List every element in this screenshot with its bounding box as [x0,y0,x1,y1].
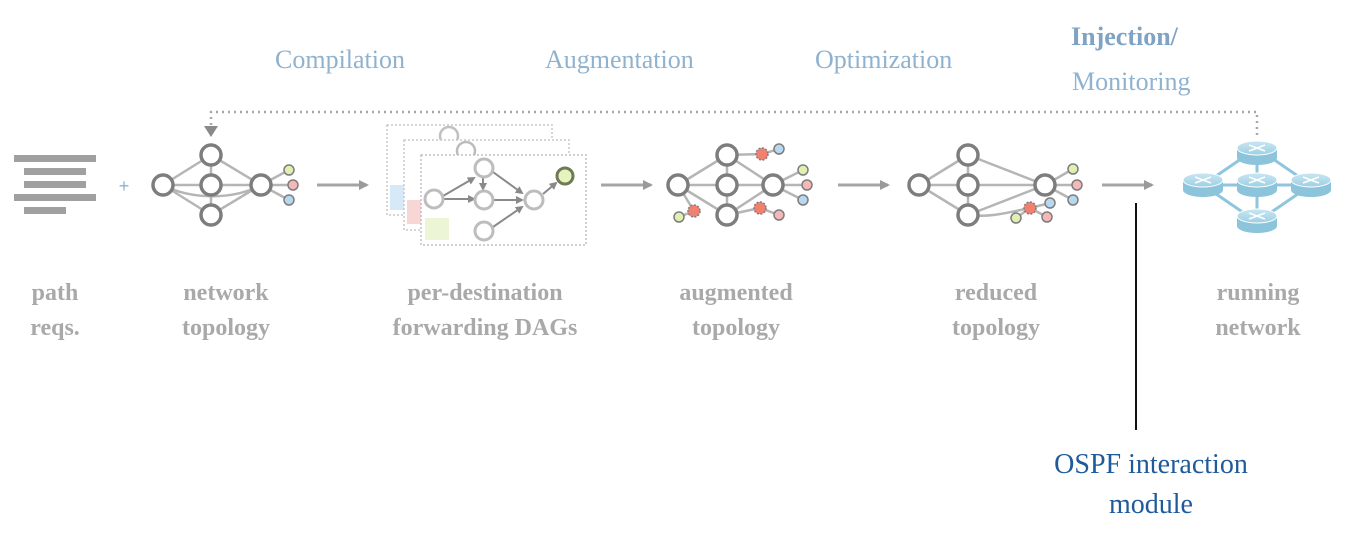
router-icon-left [1182,172,1224,197]
stage-label-augmented-topology: augmented topology [656,276,816,346]
module-label-line: OSPF interaction [1054,449,1248,480]
stage-label-line: augmented [679,280,793,306]
phase-optimization: Optimization [815,45,953,74]
stage-label-line: topology [691,315,780,341]
stage-label-line: reduced [954,280,1038,306]
stage-label-line: topology [951,315,1040,341]
stage-label-forwarding-dags: per-destination forwarding DAGs [370,276,600,346]
augmented-topology-graph [666,143,813,227]
stage-label-line: path [31,280,79,306]
running-network-routers [1182,140,1332,233]
path-requirements-icon [14,155,96,214]
stage-label-line: running [1216,280,1300,306]
stage-label-path-reqs: path reqs. [15,276,95,346]
router-icon-right [1290,172,1332,197]
ospf-interaction-module-label: OSPF interaction module [1031,445,1271,525]
plus-sign: + [119,176,130,196]
network-topology-graph [151,143,299,227]
stage-label-network-topology: network topology [146,276,306,346]
forwarding-dags-stack [386,124,587,246]
phase-augmentation: Augmentation [545,45,694,74]
stage-label-line: reqs. [30,315,80,341]
stage-label-reduced-topology: reduced topology [916,276,1076,346]
phase-injection: Injection [1071,22,1171,51]
phase-monitoring: Monitoring [1072,67,1191,96]
phase-slash: / [1170,22,1178,51]
router-icon-center [1236,172,1278,197]
reduced-topology-graph [907,143,1083,227]
stage-label-running-network: running network [1178,276,1338,346]
router-icon-bottom [1236,208,1278,233]
module-label-line: module [1109,489,1193,520]
stage-label-line: network [1215,315,1301,341]
stage-label-line: network [183,280,269,306]
router-icon-top [1236,140,1278,165]
feedback-loop-line [209,110,1259,135]
stage-label-line: topology [181,315,270,341]
stage-label-line: per-destination [407,280,563,306]
phase-injection-monitoring: Injection/ [1071,22,1178,52]
feedback-loop-arrowhead [204,126,218,137]
phase-compilation: Compilation [275,45,405,74]
stage-label-line: forwarding DAGs [392,315,578,341]
